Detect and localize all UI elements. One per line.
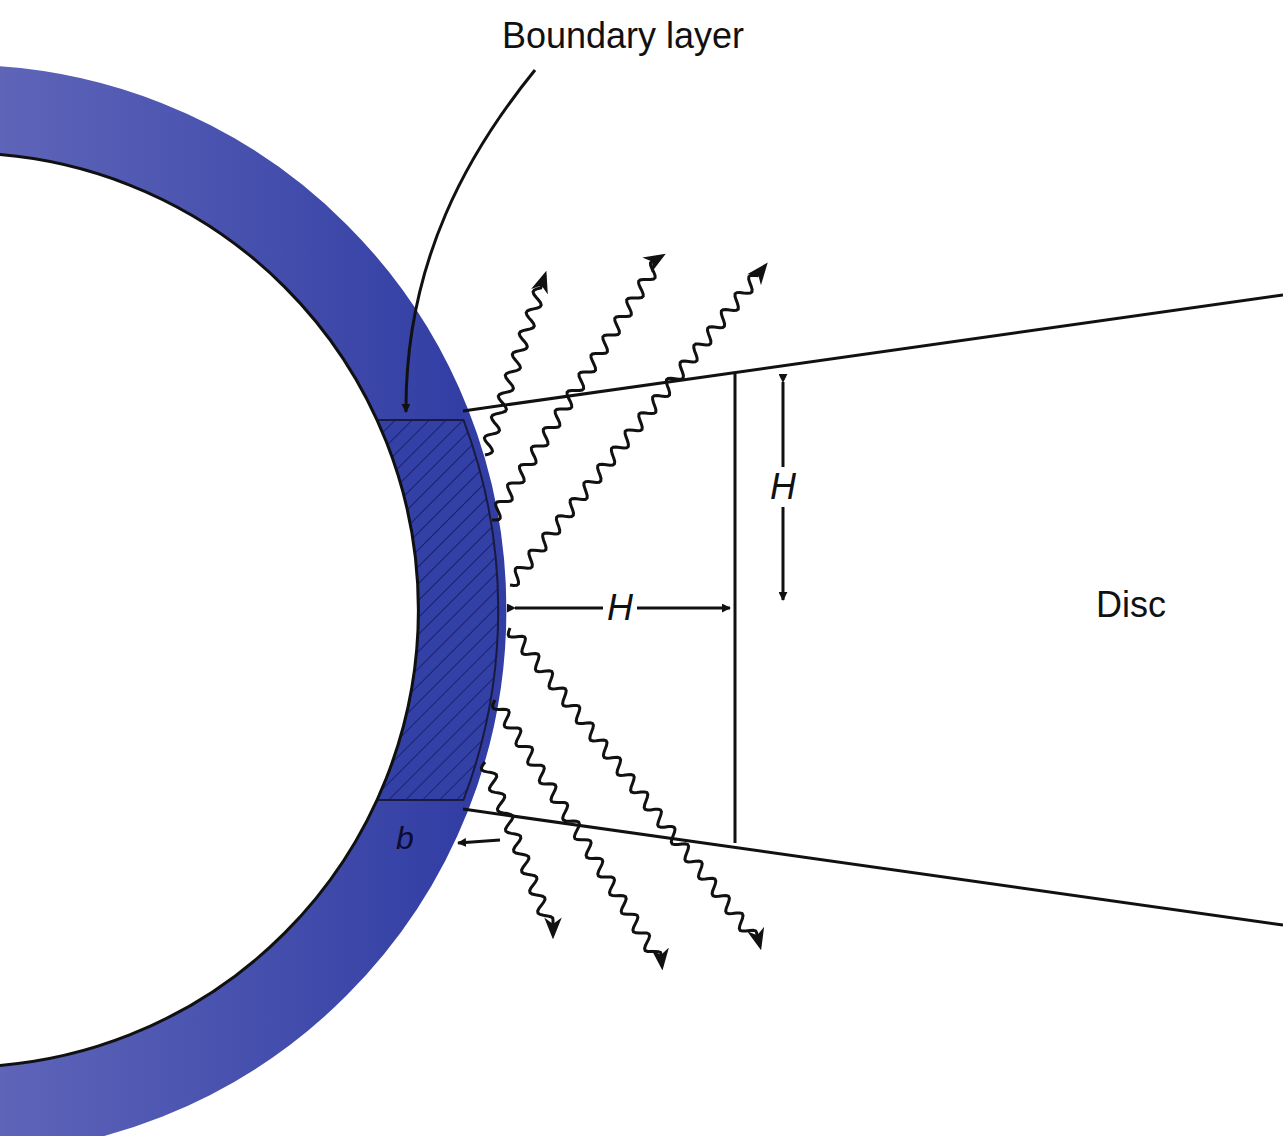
disc-edge — [463, 809, 1283, 925]
radiation-arrow — [481, 762, 553, 935]
radiation-arrow — [492, 256, 662, 520]
disc-edge — [463, 295, 1283, 411]
dimension-label: b — [392, 820, 418, 856]
dimension-arrow — [458, 840, 500, 843]
leader-label: Boundary layer — [498, 16, 748, 56]
star-envelope — [0, 109, 462, 1111]
region-label: Disc — [1092, 585, 1170, 625]
dimension-label: H — [766, 467, 800, 507]
radiation-arrows — [481, 256, 765, 966]
dimension-label: H — [603, 588, 637, 628]
radiation-arrow — [493, 700, 663, 966]
radiation-arrow — [510, 266, 765, 586]
radiation-arrow — [484, 275, 545, 455]
star-surface — [0, 153, 418, 1067]
disc-section — [734, 374, 737, 843]
